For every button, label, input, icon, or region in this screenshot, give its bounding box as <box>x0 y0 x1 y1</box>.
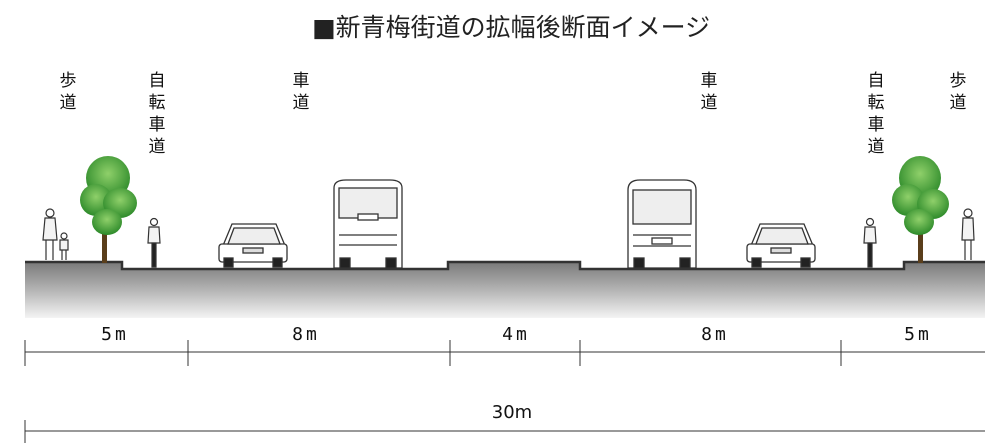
bus-left-icon <box>333 179 403 269</box>
bus-right-icon <box>627 179 697 269</box>
width-sidewalk-bike-right: 5m <box>904 324 932 345</box>
total-width-line <box>24 420 985 443</box>
road-cross-section-ground <box>25 262 985 318</box>
label-bikelane-right: 自 転 車 道 <box>867 71 885 157</box>
width-roadway-right: 8m <box>701 324 729 345</box>
cyclist-right-icon <box>863 217 877 268</box>
label-roadway-left: 車 道 <box>292 71 310 113</box>
tree-left-icon <box>80 156 137 263</box>
car-left-icon <box>218 223 288 268</box>
pedestrian-right-icon <box>961 208 975 260</box>
total-width: 30m <box>492 402 532 423</box>
width-median: 4m <box>502 324 530 345</box>
label-roadway-right: 車 道 <box>700 71 718 113</box>
diagram-title: ■新青梅街道の拡幅後断面イメージ <box>312 13 711 42</box>
width-roadway-left: 8m <box>292 324 320 345</box>
label-sidewalk-right: 歩 道 <box>949 71 967 113</box>
tree-right-icon <box>892 156 949 263</box>
width-sidewalk-bike-left: 5m <box>101 324 129 345</box>
label-sidewalk-left: 歩 道 <box>59 71 77 113</box>
car-right-icon <box>746 223 816 268</box>
pedestrians-left-icon <box>42 208 69 260</box>
road-surface-line <box>25 260 985 271</box>
cyclist-left-icon <box>147 217 161 268</box>
label-bikelane-left: 自 転 車 道 <box>148 71 166 157</box>
width-dimension-line <box>24 340 985 366</box>
